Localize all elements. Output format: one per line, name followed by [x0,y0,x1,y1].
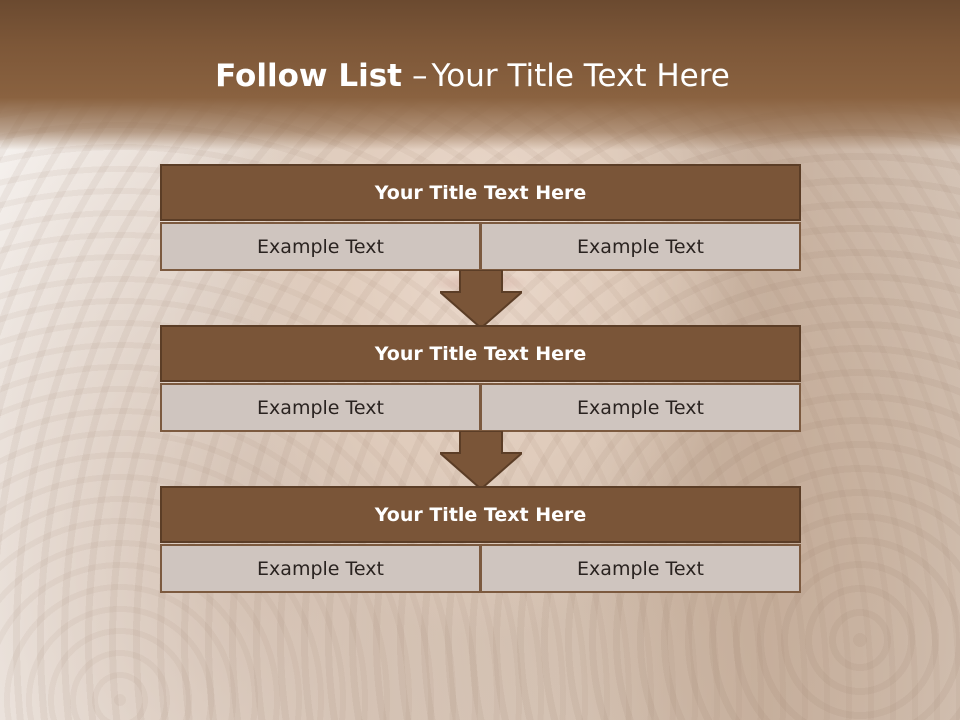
block-cell-right: Example Text [480,544,801,593]
block-title: Your Title Text Here [160,164,801,221]
down-arrow-icon [440,270,522,330]
block-cell-right: Example Text [480,383,801,432]
slide-title-rest: Your Title Text Here [431,58,730,94]
down-arrow-icon [440,431,522,491]
slide-title: Follow List–Your Title Text Here [0,52,945,100]
block-title: Your Title Text Here [160,325,801,382]
block-cell-left: Example Text [160,383,481,432]
slide-title-bold: Follow List [215,58,402,94]
block-cell-right: Example Text [480,222,801,271]
block-cell-left: Example Text [160,222,481,271]
block-title: Your Title Text Here [160,486,801,543]
block-cell-left: Example Text [160,544,481,593]
slide-title-separator: – [411,58,428,94]
header-band [0,0,960,150]
